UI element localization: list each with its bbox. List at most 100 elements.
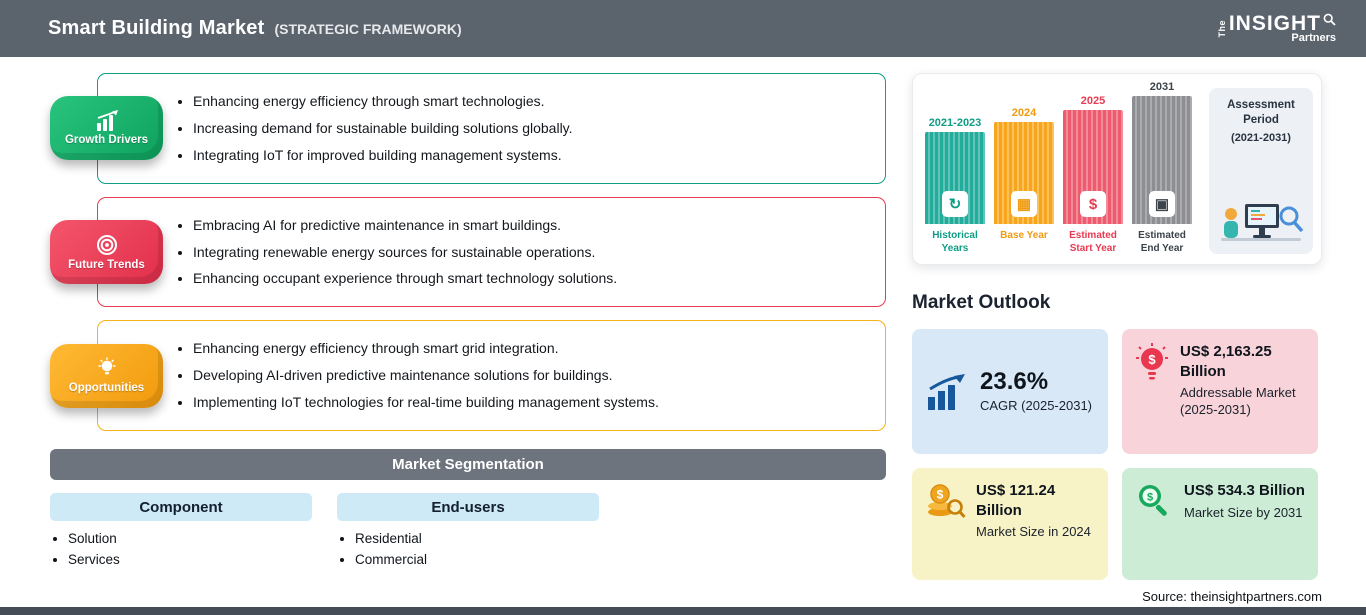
addressable-market-card: $ US$ 2,163.25 Billion Addressable Marke…	[1122, 329, 1318, 454]
opportunities-list: Enhancing energy efficiency through smar…	[176, 331, 659, 420]
market-segmentation-header: Market Segmentation	[50, 449, 886, 481]
bar-caption: Historical Years	[932, 230, 978, 254]
bar-chart-icon	[96, 110, 118, 132]
outlook-cards: 23.6% CAGR (2025-2031) $ US$ 2,163.25 Bi…	[912, 329, 1322, 580]
bullet-item: Embracing AI for predictive maintenance …	[193, 216, 617, 235]
target-icon	[96, 234, 117, 255]
calendar-icon: ▦	[1011, 191, 1037, 217]
market-outlook-title: Market Outlook	[912, 292, 1051, 313]
bullet-item: Enhancing energy efficiency through smar…	[193, 92, 573, 111]
money-icon: $	[1080, 191, 1106, 217]
growth-drivers-section: Growth Drivers Enhancing energy efficien…	[50, 73, 886, 184]
market-size-2024-card: $ US$ 121.24 Billion Market Size in 2024	[912, 468, 1108, 580]
bullet-item: Implementing IoT technologies for real-t…	[193, 393, 659, 412]
coins-magnifier-icon: $	[928, 484, 966, 519]
list-item: Commercial	[355, 552, 599, 567]
growth-drivers-box: Enhancing energy efficiency through smar…	[97, 73, 886, 184]
market-size-2024-desc: Market Size in 2024	[976, 524, 1091, 539]
component-items: Solution Services	[52, 531, 312, 567]
bar-year-label: 2021-2023	[928, 117, 982, 129]
future-trends-section: Future Trends Embracing AI for predictiv…	[50, 196, 886, 308]
segmentation-column-end-users: End-users Residential Commercial	[337, 493, 599, 573]
right-column: 2021-2023 ↻ Historical Years 2024 ▦ Base…	[912, 73, 1322, 604]
timeline-bar-base: 2024 ▦ Base Year	[994, 107, 1054, 256]
logo-right: INSIGHT Partners	[1229, 13, 1336, 44]
cagr-card: 23.6% CAGR (2025-2031)	[912, 329, 1108, 454]
assessment-timeline-card: 2021-2023 ↻ Historical Years 2024 ▦ Base…	[912, 73, 1322, 265]
component-header: Component	[50, 493, 312, 522]
opportunities-box: Enhancing energy efficiency through smar…	[97, 320, 886, 432]
page-title: Smart Building Market	[48, 17, 265, 39]
opportunities-section: Opportunities Enhancing energy efficienc…	[50, 320, 886, 432]
assessment-period-title: Assessment Period	[1227, 99, 1295, 126]
bullet-item: Integrating IoT for improved building ma…	[193, 146, 573, 165]
base-year-bar: ▦	[994, 122, 1054, 224]
bar-caption: Base Year	[1000, 230, 1048, 241]
svg-text:$: $	[1148, 352, 1156, 367]
timeline-bar-historical: 2021-2023 ↻ Historical Years	[925, 117, 985, 256]
growth-drivers-label: Growth Drivers	[64, 134, 149, 147]
list-item: Services	[68, 552, 312, 567]
future-trends-label: Future Trends	[68, 258, 145, 271]
opportunities-badge: Opportunities	[50, 343, 163, 408]
magnifier-icon	[1323, 13, 1336, 26]
segmentation-column-component: Component Solution Services	[50, 493, 312, 573]
list-item: Solution	[68, 531, 312, 546]
bar-caption: Estimated Start Year	[1069, 230, 1117, 254]
bullet-item: Developing AI-driven predictive maintena…	[193, 366, 659, 385]
history-clock-icon: ↻	[942, 191, 968, 217]
svg-text:$: $	[937, 488, 944, 502]
assessment-period-range: (2021-2031)	[1231, 131, 1291, 144]
historical-bar: ↻	[925, 132, 985, 224]
bar-year-label: 2024	[1011, 107, 1037, 119]
segmentation-columns: Component Solution Services End-users Re…	[50, 493, 886, 573]
market-size-2031-desc: Market Size by 2031	[1184, 504, 1303, 520]
cagr-value: 23.6%	[980, 367, 1049, 395]
lightbulb-icon	[98, 357, 115, 375]
svg-text:$: $	[1147, 492, 1153, 504]
source-attribution: Source: theinsightpartners.com	[1142, 589, 1322, 604]
screen-icon: ▣	[1149, 191, 1175, 217]
bar-year-label: 2025	[1080, 95, 1106, 107]
dollar-bulb-icon: $	[1136, 343, 1168, 380]
logo-the-text: The	[1216, 19, 1227, 38]
bullet-item: Enhancing energy efficiency through smar…	[193, 339, 659, 358]
timeline-bar-end: 2031 ▣ Estimated End Year	[1132, 81, 1192, 256]
assessment-period-panel: Assessment Period (2021-2031)	[1209, 88, 1313, 254]
market-size-2031-value: US$ 534.3 Billion	[1184, 482, 1305, 499]
bullet-item: Increasing demand for sustainable buildi…	[193, 119, 573, 138]
addressable-desc: Addressable Market (2025-2031)	[1180, 385, 1296, 418]
insight-partners-logo: The INSIGHT Partners	[1217, 13, 1336, 44]
dollar-magnifier-icon: $	[1139, 485, 1167, 516]
bullet-item: Enhancing occupant experience through sm…	[193, 269, 617, 288]
bar-caption: Estimated End Year	[1138, 230, 1186, 254]
growth-drivers-list: Enhancing energy efficiency through smar…	[176, 84, 573, 173]
addressable-value: US$ 2,163.25 Billion	[1180, 343, 1272, 380]
end-users-items: Residential Commercial	[339, 531, 599, 567]
estimated-end-bar: ▣	[1132, 96, 1192, 224]
market-size-2024-value: US$ 121.24 Billion	[976, 482, 1056, 519]
bar-year-label: 2031	[1149, 81, 1175, 93]
list-item: Residential	[355, 531, 599, 546]
cagr-desc: CAGR (2025-2031)	[980, 398, 1092, 414]
market-size-2031-card: $ US$ 534.3 Billion Market Size by 2031	[1122, 468, 1318, 580]
future-trends-box: Embracing AI for predictive maintenance …	[97, 196, 886, 308]
page-subtitle: (STRATEGIC FRAMEWORK)	[274, 21, 462, 37]
timeline-bar-start: 2025 $ Estimated Start Year	[1063, 95, 1123, 256]
estimated-start-bar: $	[1063, 110, 1123, 224]
timeline-bars: 2021-2023 ↻ Historical Years 2024 ▦ Base…	[925, 81, 1201, 256]
footer-bar	[0, 607, 1366, 615]
logo-name-text: INSIGHT	[1228, 12, 1321, 35]
logo-sub-text: Partners	[1291, 32, 1336, 44]
future-trends-badge: Future Trends	[50, 220, 163, 284]
growth-chart-icon	[928, 373, 965, 410]
header-title-wrap: Smart Building Market (STRATEGIC FRAMEWO…	[48, 17, 462, 40]
header-bar: Smart Building Market (STRATEGIC FRAMEWO…	[0, 0, 1366, 57]
opportunities-label: Opportunities	[68, 382, 145, 395]
left-column: Growth Drivers Enhancing energy efficien…	[50, 73, 886, 573]
growth-drivers-badge: Growth Drivers	[50, 96, 163, 161]
bullet-item: Integrating renewable energy sources for…	[193, 243, 617, 262]
end-users-header: End-users	[337, 493, 599, 522]
analyst-desk-illustration	[1221, 204, 1304, 241]
future-trends-list: Embracing AI for predictive maintenance …	[176, 208, 617, 297]
